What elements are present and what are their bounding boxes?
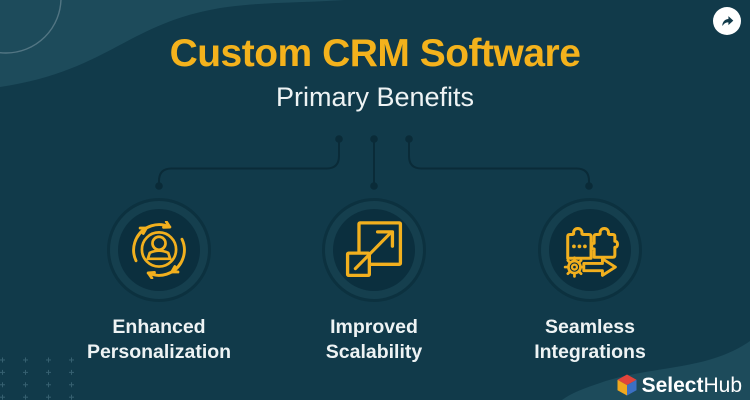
page-title: Custom CRM Software (169, 32, 581, 75)
expand-squares-arrow-icon (345, 221, 403, 278)
share-forward-arrow-icon (721, 15, 733, 26)
icon-disc (549, 209, 631, 291)
bottomright-wave (562, 341, 750, 400)
puzzle-gear-arrow-icon (563, 226, 619, 278)
share-button[interactable] (713, 7, 741, 35)
rotating-user-icon (132, 221, 186, 279)
benefit-label: Enhanced Personalization (86, 316, 232, 364)
topleft-blob (0, 0, 345, 87)
logo-text: SelectHub (642, 375, 742, 396)
connector-lines (155, 135, 593, 190)
selecthub-logo[interactable]: SelectHub (617, 374, 742, 396)
selecthub-cube-icon (617, 374, 637, 396)
icon-disc (333, 209, 415, 291)
corner-circle-arc (0, 0, 62, 54)
logo-text-bold: Select (641, 373, 704, 397)
header: Custom CRM Software Primary Benefits (0, 32, 750, 113)
icon-circle (322, 198, 426, 302)
page-subtitle: Primary Benefits (275, 81, 475, 112)
icon-circle (107, 198, 211, 302)
benefit-item-integrations: Seamless Integrations (485, 198, 695, 366)
benefit-label: Improved Scalability (325, 316, 423, 364)
logo-text-regular: Hub (703, 373, 742, 397)
icon-disc (118, 209, 200, 291)
gear-teeth (563, 256, 586, 278)
benefit-label: Seamless Integrations (534, 316, 646, 364)
benefit-item-scalability: Improved Scalability (269, 198, 479, 366)
plus-dots-grid (0, 357, 81, 400)
icon-circle (538, 198, 642, 302)
benefit-item-personalization: Enhanced Personalization (54, 198, 264, 366)
